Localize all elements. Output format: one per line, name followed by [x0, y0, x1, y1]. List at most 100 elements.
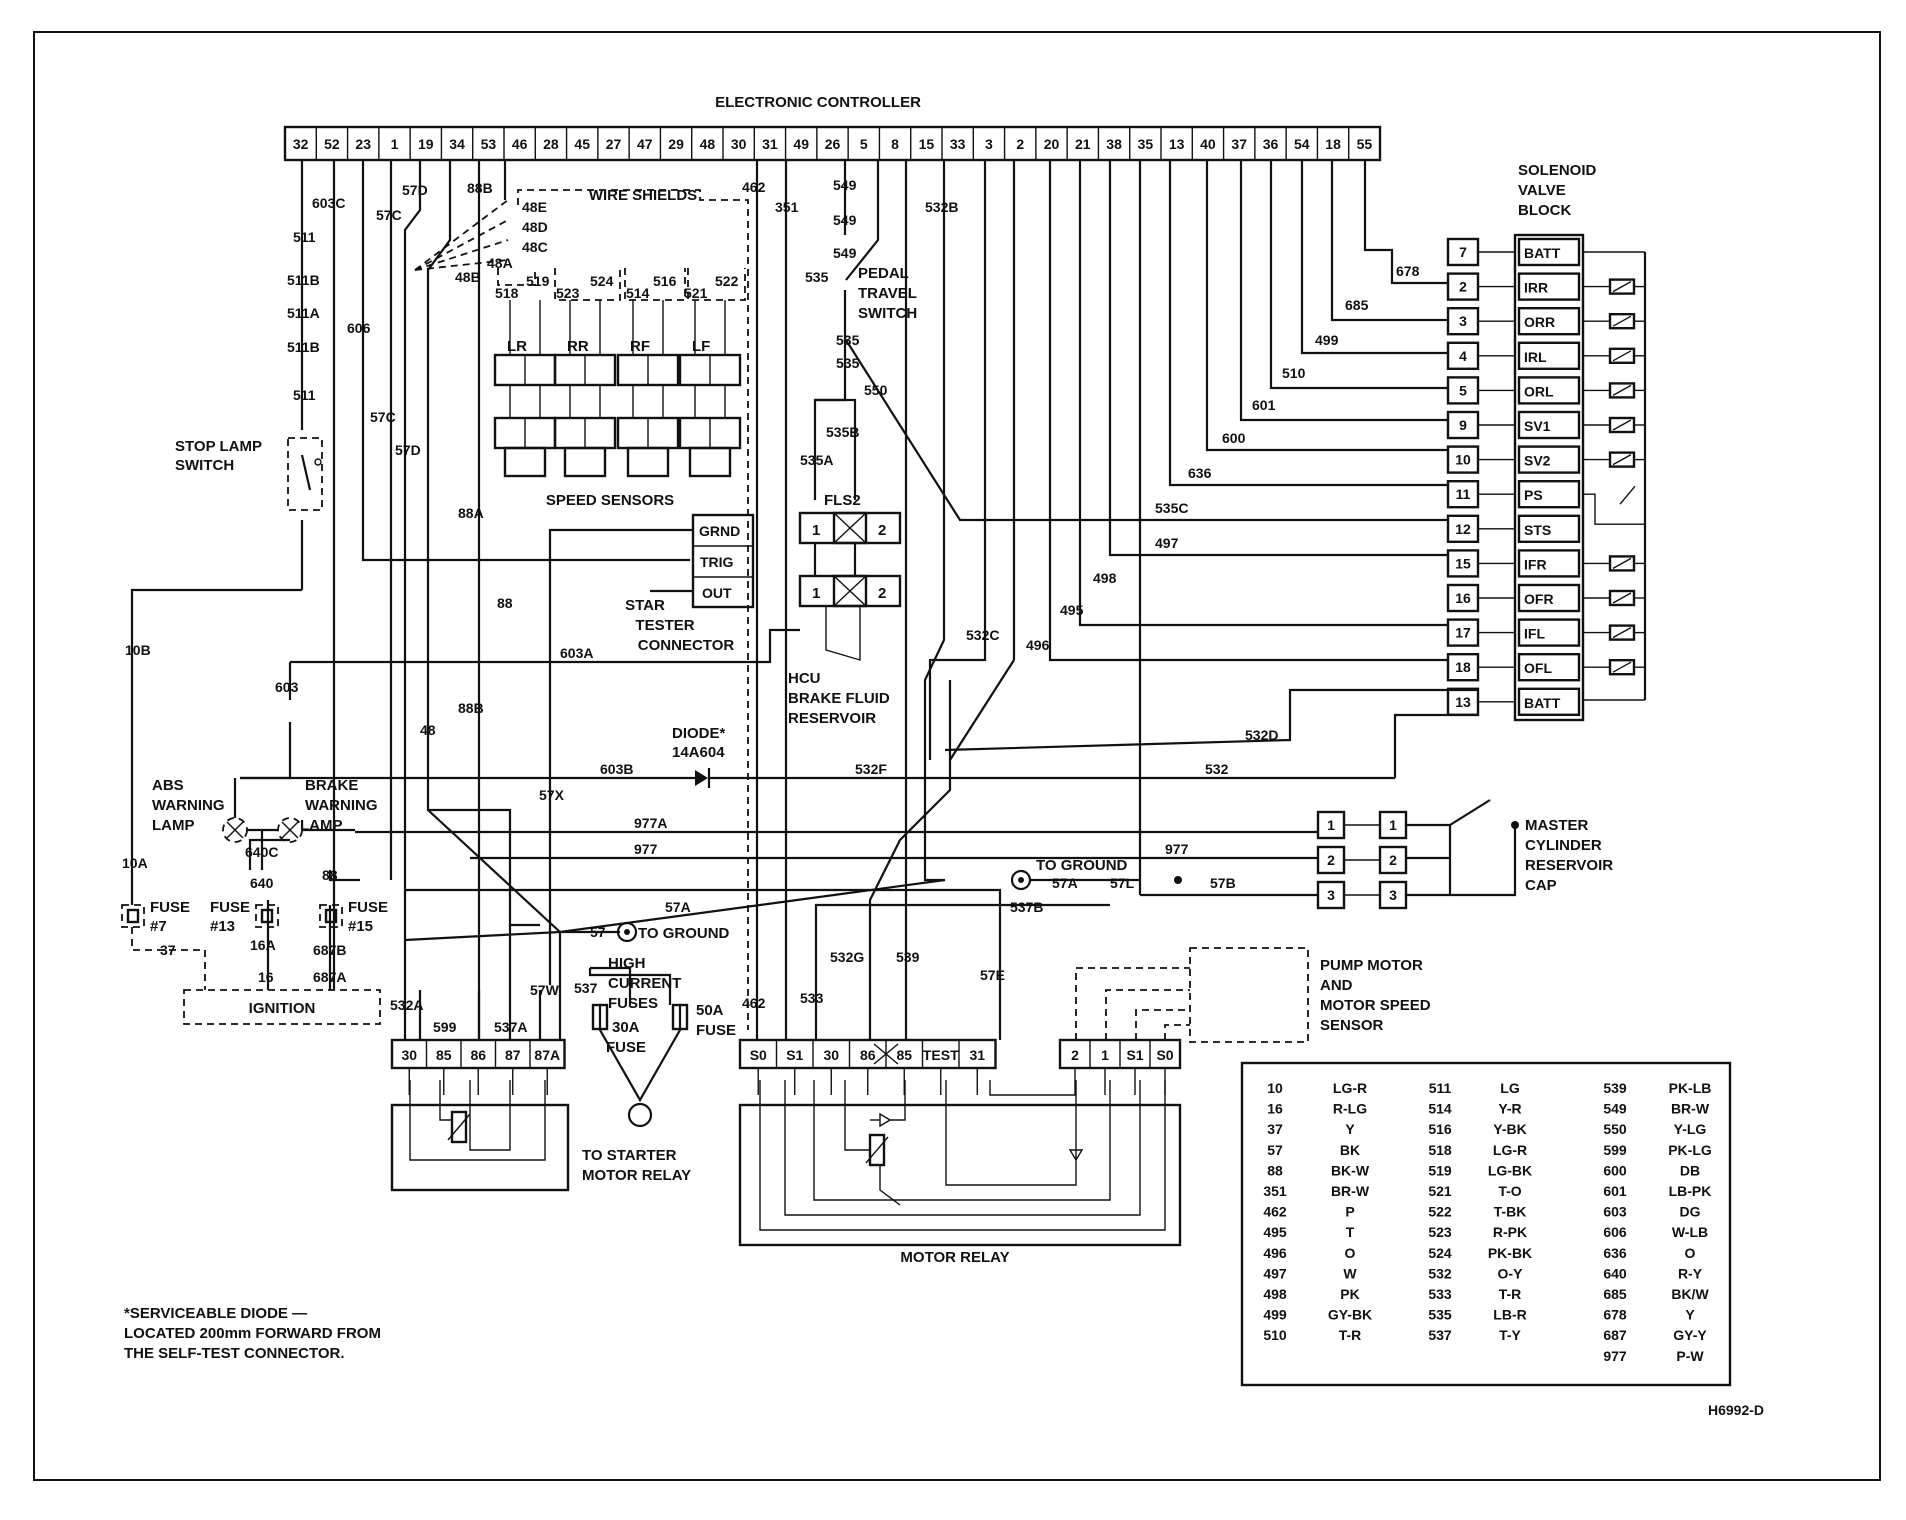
- hcu-label-3: RESERVOIR: [788, 710, 876, 727]
- wire-shields: [414, 189, 749, 1030]
- color-code-cell: 499: [1263, 1307, 1287, 1323]
- controller-pin-19: 19: [418, 136, 434, 152]
- color-code-cell: 678: [1603, 1307, 1627, 1323]
- master-label-4: CAP: [1525, 877, 1557, 894]
- color-code-cell: 685: [1603, 1286, 1627, 1302]
- controller-pin-46: 46: [512, 136, 528, 152]
- master-pin-left-2: 2: [1327, 852, 1335, 868]
- svg-text:532G: 532G: [830, 949, 864, 965]
- svg-text:603A: 603A: [560, 645, 593, 661]
- star-out: OUT: [702, 585, 732, 601]
- note-line-2: LOCATED 200mm FORWARD FROM: [124, 1325, 381, 1342]
- color-code-cell: 600: [1603, 1162, 1627, 1178]
- to-ground-label-2: TO GROUND: [1036, 857, 1128, 874]
- svg-text:537A: 537A: [494, 1019, 527, 1035]
- solenoid-pin: 15: [1455, 555, 1471, 571]
- controller-pin-54: 54: [1294, 136, 1310, 152]
- svg-text:88B: 88B: [467, 180, 493, 196]
- solenoid-name: STS: [1524, 522, 1551, 538]
- color-code-cell: DG: [1680, 1204, 1701, 1220]
- svg-text:533: 533: [800, 990, 824, 1006]
- relay-pin-30: 30: [401, 1047, 417, 1063]
- svg-text:462: 462: [742, 179, 766, 195]
- diode-label-1: DIODE*: [672, 725, 726, 742]
- color-code-cell: 636: [1603, 1245, 1627, 1261]
- svg-text:2: 2: [878, 522, 886, 539]
- motor-relay-pin-30: 30: [823, 1047, 839, 1063]
- speed-sensor-rf: RF: [616, 300, 680, 478]
- motor-relay-label: MOTOR RELAY: [900, 1249, 1009, 1266]
- outer-frame: [33, 31, 1881, 1481]
- solenoid-name: OFL: [1524, 660, 1552, 676]
- solenoid-name: SV2: [1524, 453, 1551, 469]
- controller-pin-30: 30: [731, 136, 747, 152]
- color-code-cell: 603: [1603, 1204, 1627, 1220]
- motor-relay-pin-85: 85: [896, 1047, 912, 1063]
- svg-text:606: 606: [347, 320, 371, 336]
- controller-pin-49: 49: [793, 136, 809, 152]
- svg-text:48B: 48B: [455, 269, 481, 285]
- svg-text:48A: 48A: [487, 255, 513, 271]
- color-code-cell: O-Y: [1498, 1265, 1524, 1281]
- svg-text:496: 496: [1026, 637, 1050, 653]
- svg-text:16A: 16A: [250, 937, 276, 953]
- brake-lamp-label-1: BRAKE: [305, 777, 358, 794]
- ignition-box: [183, 989, 381, 1025]
- high-current-label-3: FUSES: [608, 995, 658, 1012]
- svg-text:10A: 10A: [122, 855, 148, 871]
- svg-text:537: 537: [574, 980, 598, 996]
- svg-text:603C: 603C: [312, 195, 345, 211]
- to-starter-label-1: TO STARTER: [582, 1147, 677, 1164]
- color-code-cell: 510: [1263, 1327, 1287, 1343]
- controller-wires: [130, 160, 1478, 1040]
- color-code-cell: PK-LG: [1668, 1142, 1712, 1158]
- controller-pin-31: 31: [762, 136, 778, 152]
- diode-14a604: [670, 768, 740, 788]
- controller-pin-40: 40: [1200, 136, 1216, 152]
- warning-lamps: [222, 778, 355, 870]
- color-code-cell: 37: [1267, 1121, 1283, 1137]
- speed-sensor-label: LR: [507, 338, 527, 355]
- color-code-cell: 524: [1428, 1245, 1452, 1261]
- drawing-code: H6992-D: [1708, 1402, 1764, 1418]
- color-code-cell: PK-BK: [1488, 1245, 1532, 1261]
- relay-pin-85: 85: [436, 1047, 452, 1063]
- controller-pin-45: 45: [574, 136, 590, 152]
- fuse-50a-fuse: FUSE: [696, 1022, 736, 1039]
- brake-lamp-label-2: WARNING: [305, 797, 378, 814]
- svg-text:511A: 511A: [287, 305, 320, 321]
- star-grnd: GRND: [699, 523, 740, 539]
- solenoid-name: PS: [1524, 487, 1543, 503]
- solenoid-pin: 10: [1455, 452, 1471, 468]
- stop-lamp-switch: [287, 437, 323, 511]
- solenoid-name: IFR: [1524, 556, 1547, 572]
- svg-text:1: 1: [812, 585, 820, 602]
- color-code-cell: GY-Y: [1673, 1327, 1707, 1343]
- svg-text:497: 497: [1155, 535, 1179, 551]
- svg-text:532C: 532C: [966, 627, 999, 643]
- solenoid-pin: 12: [1455, 521, 1471, 537]
- solenoid-pin: 2: [1459, 279, 1467, 295]
- color-code-cell: O: [1685, 1245, 1696, 1261]
- speed-sensor-lr: LR: [493, 300, 557, 478]
- svg-text:977: 977: [1165, 841, 1189, 857]
- svg-text:535A: 535A: [800, 452, 833, 468]
- svg-text:88A: 88A: [458, 505, 484, 521]
- solenoid-pin: 13: [1455, 694, 1471, 710]
- motor-relay-body: [738, 1080, 1182, 1247]
- color-code-cell: 495: [1263, 1224, 1287, 1240]
- color-code-cell: 599: [1603, 1142, 1627, 1158]
- svg-text:687A: 687A: [313, 969, 346, 985]
- color-code-cell: BK/W: [1671, 1286, 1709, 1302]
- svg-text:16: 16: [258, 969, 274, 985]
- solenoid-name: SV1: [1524, 418, 1551, 434]
- controller-pin-13: 13: [1169, 136, 1185, 152]
- controller-pin-32: 32: [293, 136, 309, 152]
- controller-pin-8: 8: [891, 136, 899, 152]
